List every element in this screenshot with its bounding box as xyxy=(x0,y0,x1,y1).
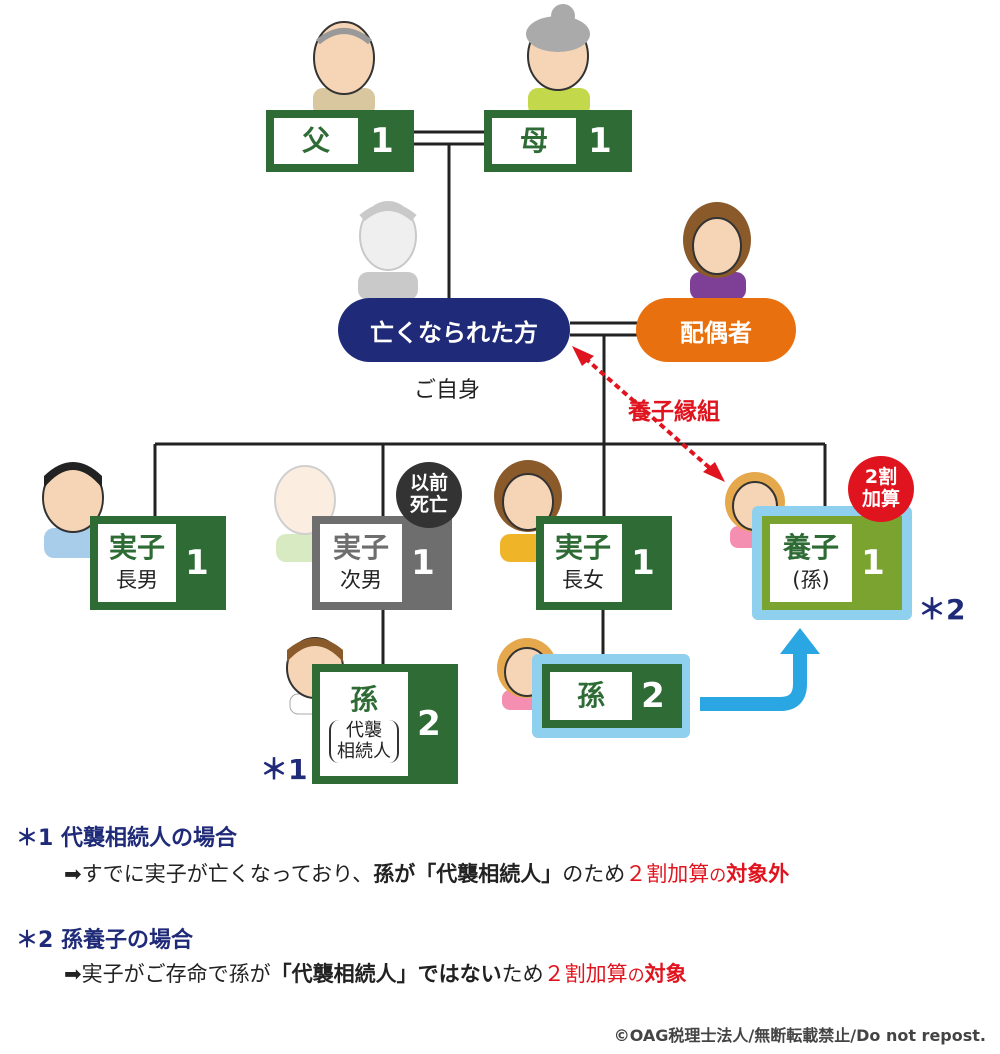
surcharge-badge: 2割 加算 xyxy=(848,456,914,522)
mother-label: 母 xyxy=(519,123,548,157)
child-3-label: 実子 xyxy=(554,531,611,564)
grandchild-1-share: 2 xyxy=(417,704,441,744)
child-2-label: 実子 xyxy=(332,531,389,564)
note-1-part-6: 対象外 xyxy=(726,862,790,886)
grandchild-1-sub-line-2: 相続人 xyxy=(337,741,391,763)
child-1-share: 1 xyxy=(185,543,209,583)
deceased-caption: ご自身 xyxy=(414,378,481,403)
father-label: 父 xyxy=(301,123,330,157)
father-node: 父 1 xyxy=(266,110,414,172)
note-2-part-4: ２割加算 xyxy=(543,962,628,986)
deceased-badge: 以前 死亡 xyxy=(396,462,462,528)
surcharge-badge-line-1: 2割 xyxy=(864,466,898,489)
note-1-part-1: ➡すでに実子が亡くなっており、 xyxy=(64,862,374,886)
grandchild-1-sub: 代襲 相続人 xyxy=(329,719,399,763)
surcharge-badge-line-2: 加算 xyxy=(861,488,900,510)
grandchild-2-label: 孫 xyxy=(576,678,605,712)
spouse-figure-icon xyxy=(683,202,751,300)
grandchild-1-sub-line-1: 代襲 xyxy=(346,719,382,741)
note-2-part-2: 「代襲相続人」ではない xyxy=(270,962,502,986)
note-2-part-1: ➡実子がご存命で孫が xyxy=(64,962,271,986)
note-2-body: ➡実子がご存命で孫が「代襲相続人」ではないため２割加算の対象 xyxy=(64,958,687,988)
note-1-body: ➡すでに実子が亡くなっており、孫が「代襲相続人」のため２割加算の対象外 xyxy=(64,858,789,888)
note-1-part-4: ２割加算 xyxy=(625,862,710,886)
grandchild-node-1: 孫 代襲 相続人 2 xyxy=(312,664,458,784)
adoption-label: 養子縁組 xyxy=(628,399,720,425)
grandchild-1-label: 孫 xyxy=(349,683,378,716)
deceased-node: 亡くなられた方 xyxy=(338,298,570,362)
spouse-label: 配偶者 xyxy=(680,318,752,347)
mother-share: 1 xyxy=(588,121,612,161)
adoption-arrow-head-down xyxy=(703,462,725,482)
note-1-part-3: のため xyxy=(562,862,626,886)
adoption-arrow-head-up xyxy=(572,346,594,366)
adoption-arrow-line xyxy=(583,356,714,472)
child-2-share: 1 xyxy=(411,543,435,583)
child-1-label: 実子 xyxy=(108,531,165,564)
child-1-sub: 長男 xyxy=(116,567,158,592)
father-figure-icon xyxy=(313,21,375,116)
grandchild-node-2: 孫 2 xyxy=(542,664,682,728)
son-1-figure-icon xyxy=(42,462,104,558)
child-4-sub: (孫) xyxy=(792,567,830,592)
father-share: 1 xyxy=(370,121,394,161)
child-node-4: 養子 (孫) 1 xyxy=(762,516,902,610)
child-2-sub: 次男 xyxy=(340,567,382,592)
mother-node: 母 1 xyxy=(484,110,632,172)
note-1-part-5: の xyxy=(709,866,727,886)
child-3-share: 1 xyxy=(631,543,655,583)
promotion-arrow-head xyxy=(780,628,820,654)
note-2-heading: ＊2 孫養子の場合 xyxy=(16,928,193,953)
child-node-2: 実子 次男 1 xyxy=(312,516,452,610)
grandchild-2-share: 2 xyxy=(641,676,665,716)
note-1-heading: ＊1 代襲相続人の場合 xyxy=(16,826,237,851)
deceased-badge-line-2: 死亡 xyxy=(409,494,448,516)
deceased-figure-icon xyxy=(358,201,418,300)
child-node-3: 実子 長女 1 xyxy=(536,516,672,610)
note-2-part-5: の xyxy=(627,966,645,986)
adopted-mark: ＊2 xyxy=(918,593,966,626)
spouse-node: 配偶者 xyxy=(636,298,796,362)
child-node-1: 実子 長男 1 xyxy=(90,516,226,610)
child-3-sub: 長女 xyxy=(562,567,604,592)
deceased-label: 亡くなられた方 xyxy=(370,318,538,347)
grandchild-1-mark: ＊1 xyxy=(260,753,308,786)
copyright: ©OAG税理士法人/無断転載禁止/Do not repost. xyxy=(613,1026,986,1045)
note-2-part-6: 対象 xyxy=(644,962,687,986)
mother-figure-icon xyxy=(526,4,590,116)
deceased-badge-line-1: 以前 xyxy=(409,472,448,495)
note-2-part-3: ため xyxy=(501,962,544,986)
note-1-part-2: 孫が「代襲相続人」 xyxy=(373,862,563,886)
child-4-share: 1 xyxy=(861,543,885,583)
child-4-label: 養子 xyxy=(782,531,839,564)
promotion-arrow-line xyxy=(700,652,807,711)
